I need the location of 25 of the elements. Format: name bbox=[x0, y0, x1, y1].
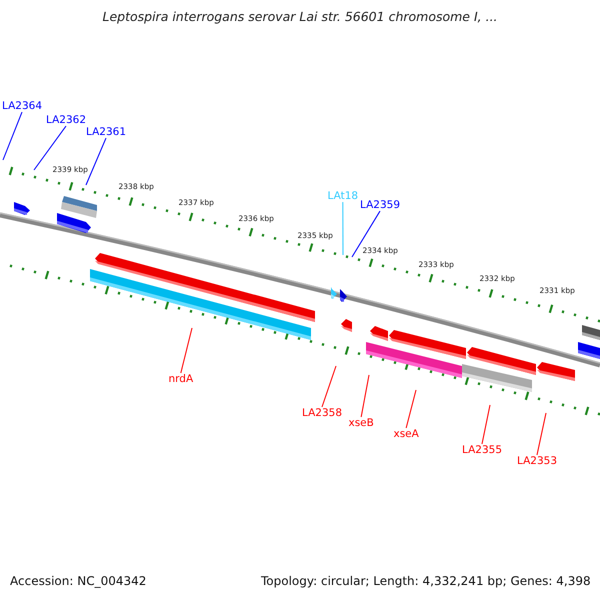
gene-label: LA2361 bbox=[86, 126, 126, 138]
leader-line bbox=[180, 328, 192, 374]
leader-line bbox=[406, 390, 416, 428]
leader-line bbox=[2, 112, 22, 160]
footer-text: Topology: circular; Length: 4,332,241 bp; Genes: 4,398 bbox=[261, 575, 591, 589]
gene-label: LA2364 bbox=[2, 100, 42, 112]
leader-line bbox=[352, 210, 380, 258]
gene-label: LA2359 bbox=[360, 199, 400, 212]
gene-label: LA2358 bbox=[302, 407, 342, 420]
leader-line bbox=[34, 126, 66, 170]
title: Leptospira interrogans serovar Lai str. 56601 chromosome I, ... bbox=[102, 10, 498, 24]
gene-label: xseB bbox=[348, 417, 374, 430]
gene-label: LA2362 bbox=[46, 114, 86, 126]
leader-line bbox=[322, 366, 336, 408]
gene-label: nrdA bbox=[168, 373, 194, 386]
leader-line bbox=[342, 202, 344, 256]
leader-line bbox=[536, 412, 546, 456]
gene-label: LA2355 bbox=[462, 444, 502, 456]
gene-label: xseA bbox=[394, 428, 419, 440]
gene-label: LAt18 bbox=[328, 190, 358, 202]
leader-line bbox=[482, 404, 490, 444]
gene-label: LA2353 bbox=[517, 455, 557, 468]
leader-line bbox=[360, 374, 370, 418]
leader-line bbox=[86, 138, 106, 186]
footer-text: Accession: NC_004342 bbox=[10, 575, 146, 589]
